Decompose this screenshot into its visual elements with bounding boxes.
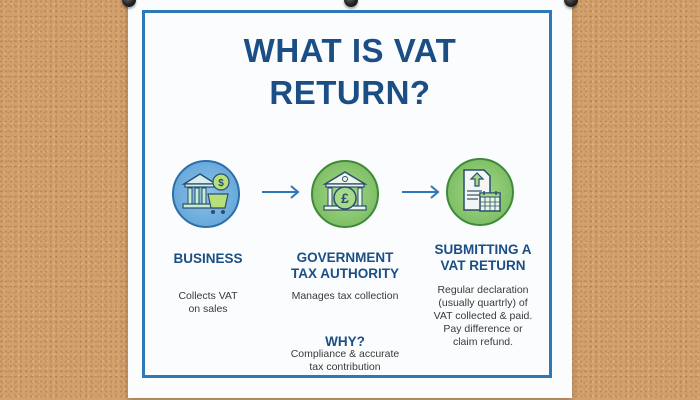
government-icon: £ (311, 160, 379, 228)
submitting-heading-line-1: SUBMITTING A (434, 242, 532, 257)
business-heading: BUSINESS (173, 251, 243, 266)
government-heading-line-2: TAX AUTHORITY (291, 266, 399, 281)
title-line-1: WHAT IS VAT (243, 32, 457, 69)
submitting-heading: SUBMITTING A VAT RETURN (418, 242, 548, 274)
why-line-2: tax contribution (309, 361, 381, 373)
government-heading-line-1: GOVERNMENT (296, 250, 394, 265)
svg-text:£: £ (341, 190, 349, 206)
pushpin-right (564, 0, 578, 7)
submitting-description-line: Regular declaration (437, 284, 529, 296)
submitting-description-line: (usually quartrly) of (438, 297, 528, 309)
business-description-line-2: on sales (188, 303, 228, 315)
government-heading: GOVERNMENT TAX AUTHORITY (270, 250, 420, 282)
government-building-pound-icon: £ (322, 171, 368, 211)
submitting-description-line: VAT collected & paid. (433, 310, 533, 322)
pushpin-left (122, 0, 136, 7)
title-line-2: RETURN? (269, 74, 431, 111)
pushpin-center (344, 0, 358, 7)
submitting-description: Regular declaration (usually quartrly) o… (418, 284, 548, 349)
why-heading: WHY? (325, 334, 365, 349)
arrow-right-icon (402, 185, 440, 199)
poster-title: WHAT IS VAT RETURN? (128, 30, 572, 114)
submitting-heading-line-2: VAT RETURN (440, 258, 526, 273)
submitting-description-line: Pay difference or (443, 323, 523, 335)
poster-frame (142, 10, 552, 378)
poster-paper: WHAT IS VAT RETURN? $ (122, 0, 578, 398)
business-description: Collects VAT on sales (148, 290, 268, 316)
why-description: Compliance & accurate tax contribution (270, 348, 420, 374)
submitting-description-line: claim refund. (452, 336, 514, 348)
submitting-icon (446, 158, 514, 226)
svg-text:$: $ (218, 178, 224, 189)
bank-money-cart-icon: $ (181, 173, 230, 214)
government-description: Manages tax collection (291, 290, 399, 302)
business-icon: $ (172, 160, 240, 228)
document-upload-calendar-icon (463, 169, 501, 212)
business-description-line-1: Collects VAT (178, 290, 238, 302)
why-line-1: Compliance & accurate (290, 348, 400, 360)
arrow-right-icon (262, 185, 300, 199)
